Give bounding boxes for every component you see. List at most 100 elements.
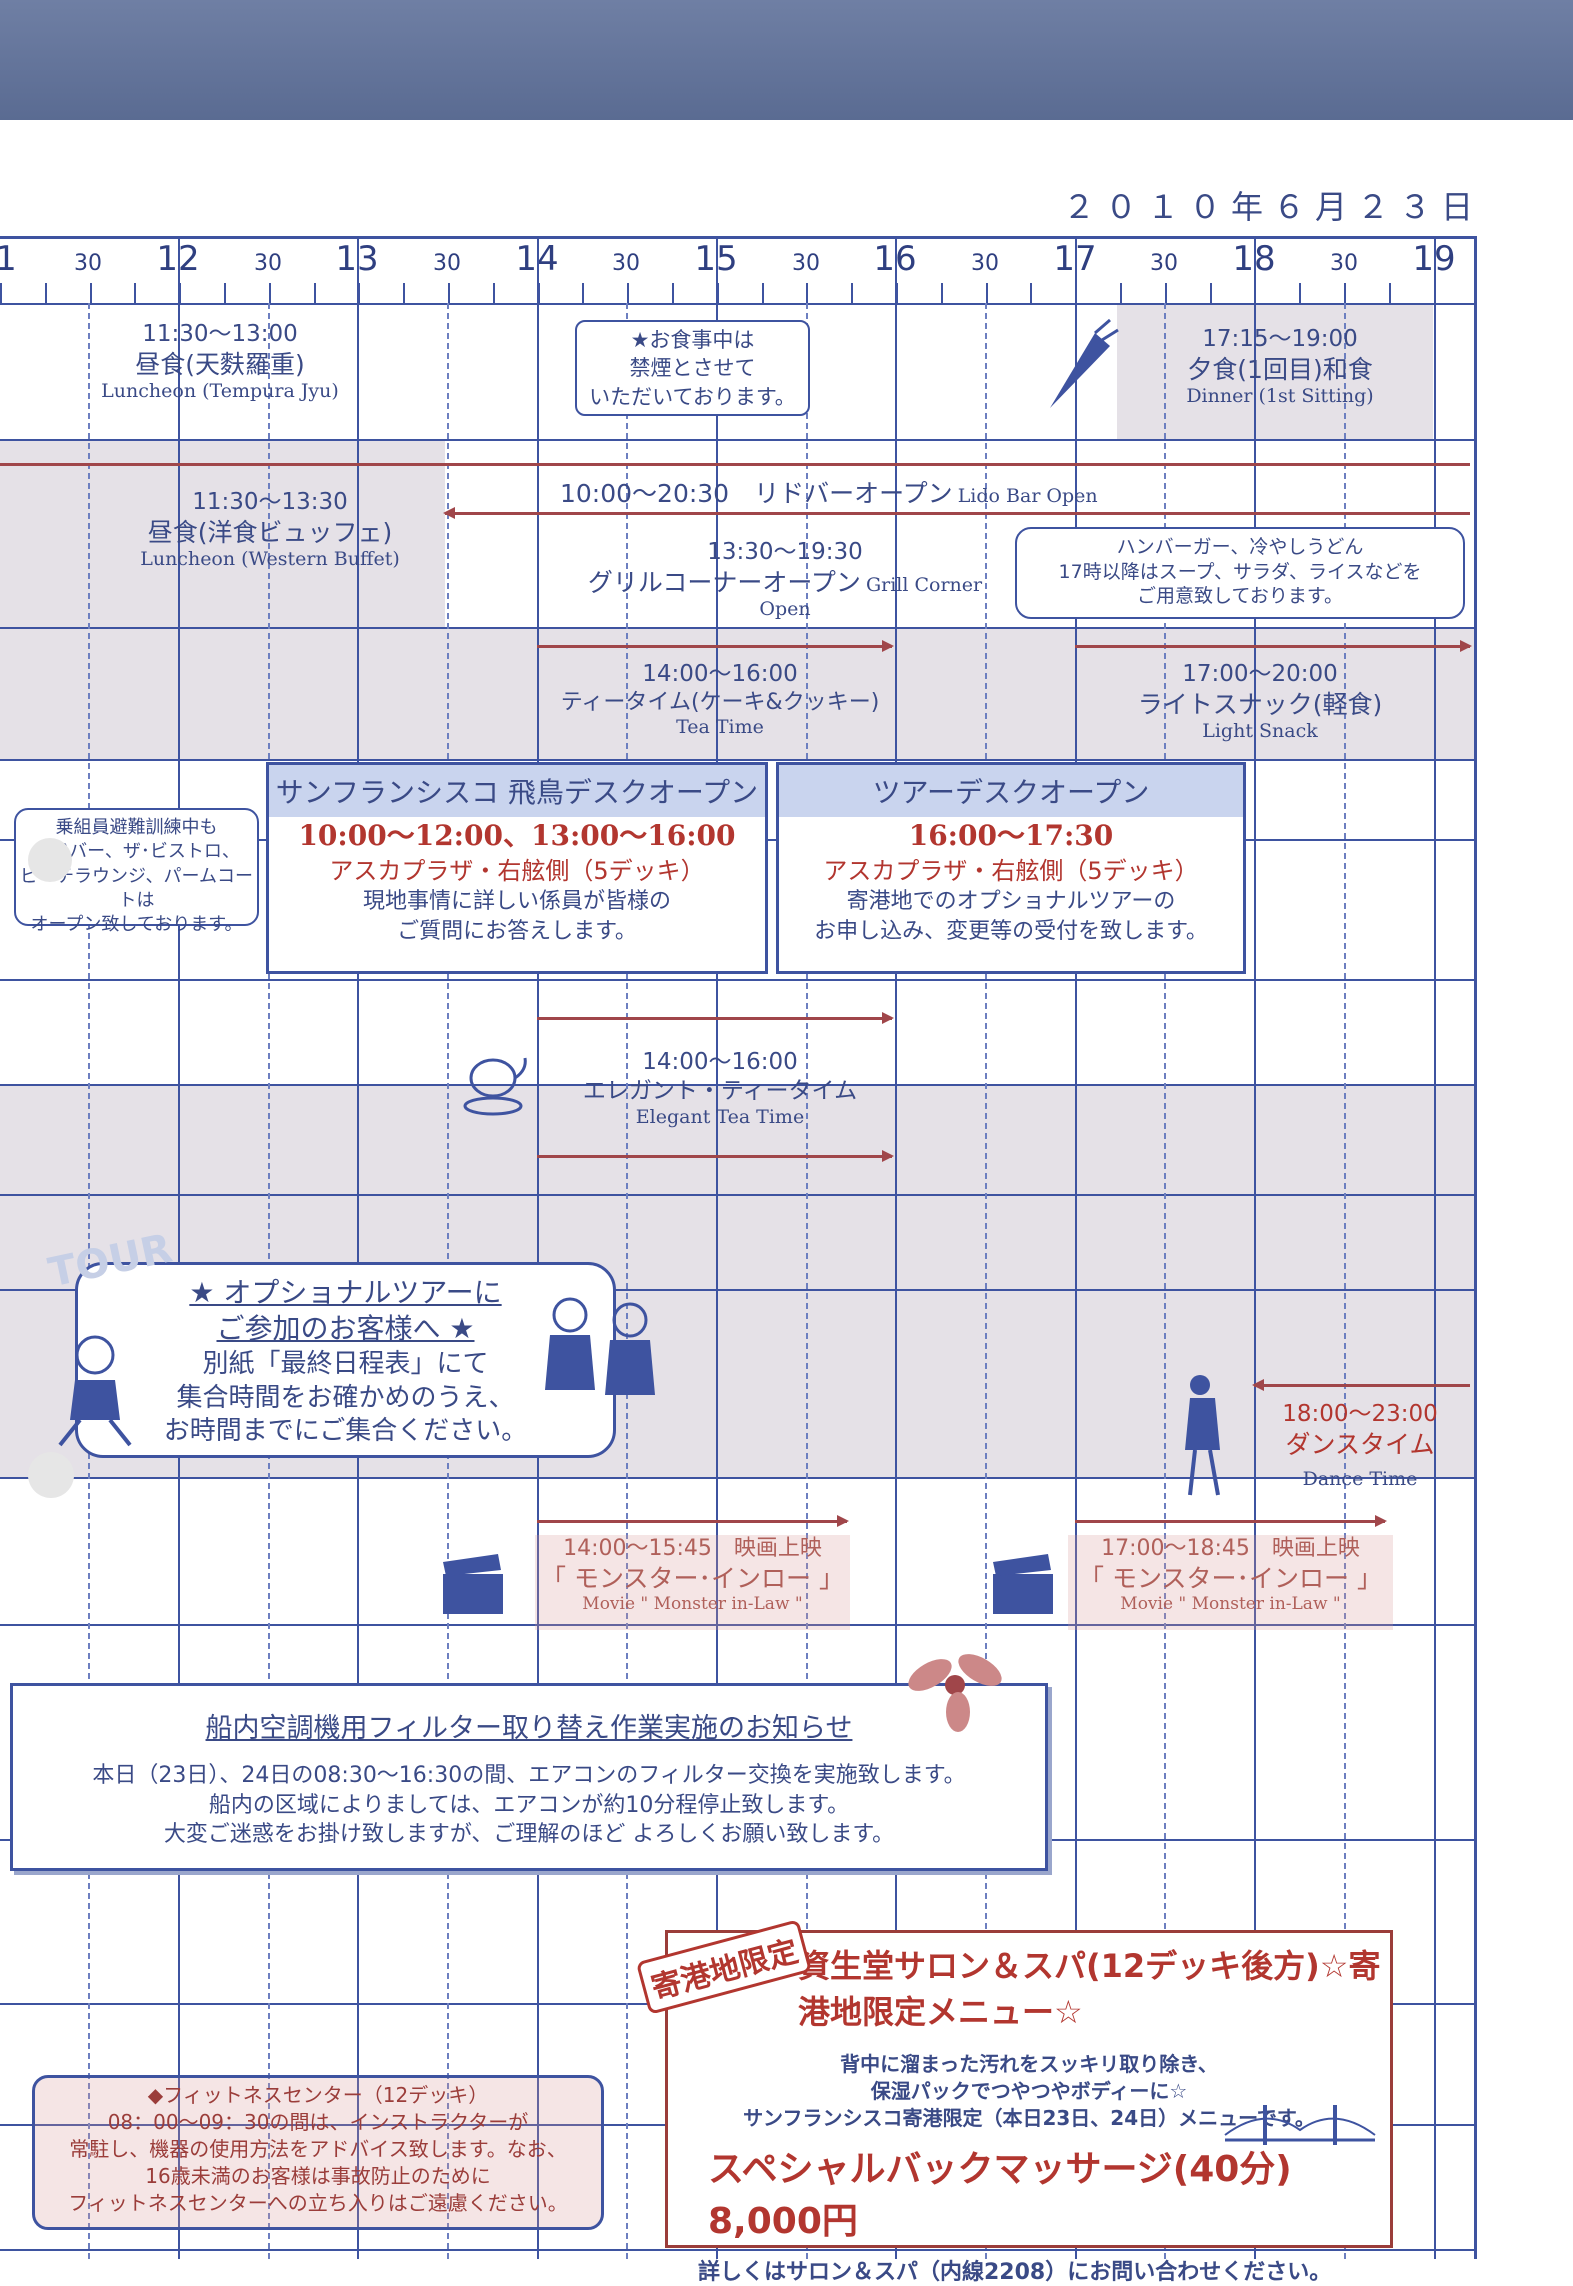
box-title: ツアーデスクオープン bbox=[779, 765, 1243, 817]
lunch-tempura: 11:30～13:00 昼食(天麩羅重) Luncheon (Tempura J… bbox=[100, 320, 340, 404]
axis-tick bbox=[582, 283, 584, 303]
movie2: 17:00～18:45 映画上映 「 モンスター･インロー 」 Movie " … bbox=[1068, 1535, 1393, 1630]
axis-tick bbox=[448, 283, 450, 303]
axis-tick bbox=[403, 283, 405, 303]
hour-gridline bbox=[537, 239, 539, 2259]
hline bbox=[0, 1477, 1474, 1479]
event-english: Grill Corner Open bbox=[759, 573, 983, 620]
hour-gridline bbox=[895, 239, 897, 2259]
desk-desc: 寄港地でのオプショナルツアーの bbox=[846, 889, 1176, 915]
dance-time: 18:00～23:00 ダンスタイム Dance Time bbox=[1260, 1400, 1460, 1492]
notice-line: 船内の区域によりましては、エアコンが約10分程停止致します。 bbox=[208, 1792, 850, 1818]
elegant-tea-arrow bbox=[537, 1012, 894, 1024]
notice-body: 別紙「最終日程表」にて bbox=[202, 1348, 489, 1379]
note-line: ビーチラウンジ、パームコートは bbox=[20, 865, 253, 911]
axis-tick bbox=[1344, 283, 1346, 303]
half-label: 30 bbox=[254, 251, 282, 276]
dance-arrow bbox=[1252, 1379, 1470, 1391]
note-line: 乗組員避難訓練中も bbox=[55, 817, 218, 838]
note-line: オープン致しております。 bbox=[30, 914, 243, 936]
note-line: いただいております。 bbox=[589, 384, 796, 409]
axis-tick bbox=[762, 283, 764, 303]
timeline-divider-bar bbox=[0, 463, 1470, 466]
axis-tick bbox=[851, 283, 853, 303]
notice-title: ★ オプショナルツアーに bbox=[189, 1276, 502, 1309]
event-english: Luncheon (Western Buffet) bbox=[140, 548, 400, 570]
half-hour-gridline bbox=[806, 303, 808, 2259]
axis-tick bbox=[717, 283, 719, 303]
dancers-icon bbox=[545, 1297, 655, 1395]
movie2-arrow bbox=[1075, 1515, 1387, 1527]
hline bbox=[0, 627, 1474, 629]
grill-note: ハンバーガー、冷やしうどん 17時以降はスープ、サラダ、ライスなどを ご用意致し… bbox=[1015, 527, 1465, 619]
buffet-shade bbox=[0, 441, 445, 629]
half-hour-gridline bbox=[626, 303, 628, 2259]
dinner-event: 17:15～19:00 夕食(1回目)和食 Dinner (1st Sittin… bbox=[1140, 325, 1420, 409]
axis-tick bbox=[627, 283, 629, 303]
light-snack: 17:00～20:00 ライトスナック(軽食) Light Snack bbox=[1110, 660, 1410, 744]
tea-arrow bbox=[537, 640, 894, 652]
fan-icon bbox=[1050, 318, 1119, 408]
axis-tick bbox=[1210, 283, 1212, 303]
note-line: 17時以降はスープ、サラダ、ライスなどを bbox=[1058, 560, 1422, 583]
event-english: Elegant Tea Time bbox=[635, 1105, 805, 1128]
event-title: エレガント・ティータイム bbox=[582, 1077, 858, 1104]
dancing-couple-icon bbox=[1185, 1375, 1220, 1496]
note-line: ご用意致しております。 bbox=[1137, 585, 1343, 608]
event-title: ダンスタイム bbox=[1285, 1429, 1435, 1459]
golden-gate-bridge-icon bbox=[1224, 2105, 1376, 2145]
propeller-icon bbox=[908, 1654, 1002, 1732]
axis-tick bbox=[1389, 283, 1391, 303]
fitness-line: 08：00～09：30の間は、インストラクターが bbox=[107, 2110, 529, 2134]
asuka-desk-box: サンフランシスコ 飛鳥デスクオープン 10:00～12:00、13:00～16:… bbox=[266, 762, 768, 974]
event-english: Light Snack bbox=[1202, 720, 1318, 742]
axis-tick bbox=[1254, 283, 1256, 303]
event-english: Movie " Monster in-Law " bbox=[582, 1593, 803, 1614]
axis-tick bbox=[1120, 283, 1122, 303]
band-shade-1 bbox=[0, 629, 1474, 761]
half-hour-gridline bbox=[1164, 303, 1166, 2259]
dinner-shade bbox=[1117, 305, 1433, 441]
axis-tick bbox=[941, 283, 943, 303]
axis-tick bbox=[269, 283, 271, 303]
note-line: 禁煙とさせて bbox=[629, 356, 756, 381]
desk-time: 16:00～17:30 bbox=[908, 819, 1114, 852]
spa-line: 背中に溜まった汚れをスッキリ取り除き、 bbox=[840, 2052, 1218, 2076]
event-time: 14:00～16:00 bbox=[642, 661, 798, 687]
hline bbox=[0, 1289, 1474, 1291]
punch-hole bbox=[28, 1452, 74, 1498]
traveler-icon bbox=[58, 1335, 132, 1447]
axis-tick bbox=[1030, 283, 1032, 303]
event-english: Luncheon (Tempura Jyu) bbox=[101, 380, 339, 402]
hline bbox=[0, 1624, 1474, 1626]
event-english: Lido Bar Open bbox=[957, 485, 1098, 507]
hline bbox=[0, 439, 1474, 441]
axis-tick bbox=[358, 283, 360, 303]
event-title: ライトスナック(軽食) bbox=[1137, 689, 1383, 719]
event-time: 11:30～13:00 bbox=[142, 321, 298, 347]
note-line: ★お食事中は bbox=[630, 328, 755, 352]
desk-time: 10:00～12:00、13:00～16:00 bbox=[298, 819, 736, 852]
event-english: Tea Time bbox=[676, 716, 764, 739]
note-line: ハンバーガー、冷やしうどん bbox=[1116, 536, 1364, 558]
axis-tick bbox=[90, 283, 92, 303]
note-line: リドバー、ザ･ビストロ、 bbox=[33, 841, 240, 863]
tea-time: 14:00～16:00 ティータイム(ケーキ&クッキー) Tea Time bbox=[560, 660, 880, 740]
event-time: 17:00～18:45 映画上映 bbox=[1101, 1536, 1360, 1561]
half-hour-gridline bbox=[1344, 303, 1346, 2259]
axis-tick bbox=[314, 283, 316, 303]
event-time: 13:30～19:30 bbox=[707, 539, 863, 565]
event-title: 昼食(洋食ビュッフェ) bbox=[147, 517, 393, 547]
half-label: 30 bbox=[971, 251, 999, 276]
tour-desk-box: ツアーデスクオープン 16:00～17:30 アスカプラザ・右舷側（5デッキ） … bbox=[776, 762, 1246, 974]
event-title: ティータイム(ケーキ&クッキー) bbox=[560, 689, 880, 715]
fitness-line: フィットネスセンターへの立ち入りはご遠慮ください。 bbox=[68, 2191, 568, 2215]
notice-body: お時間までにご集合ください。 bbox=[163, 1416, 528, 1447]
event-english: Movie " Monster in-Law " bbox=[1120, 1593, 1341, 1614]
event-title: 「 モンスター･インロー 」 bbox=[541, 1563, 844, 1593]
page-date: ２０１０年６月２３日 bbox=[1062, 188, 1483, 226]
spa-title: 資生堂サロン＆スパ(12デッキ後方)☆寄港地限定メニュー☆ bbox=[798, 1947, 1381, 2031]
half-label: 30 bbox=[433, 251, 461, 276]
event-time: 17:00～20:00 bbox=[1182, 661, 1338, 687]
event-title: 昼食(天麩羅重) bbox=[135, 349, 305, 379]
